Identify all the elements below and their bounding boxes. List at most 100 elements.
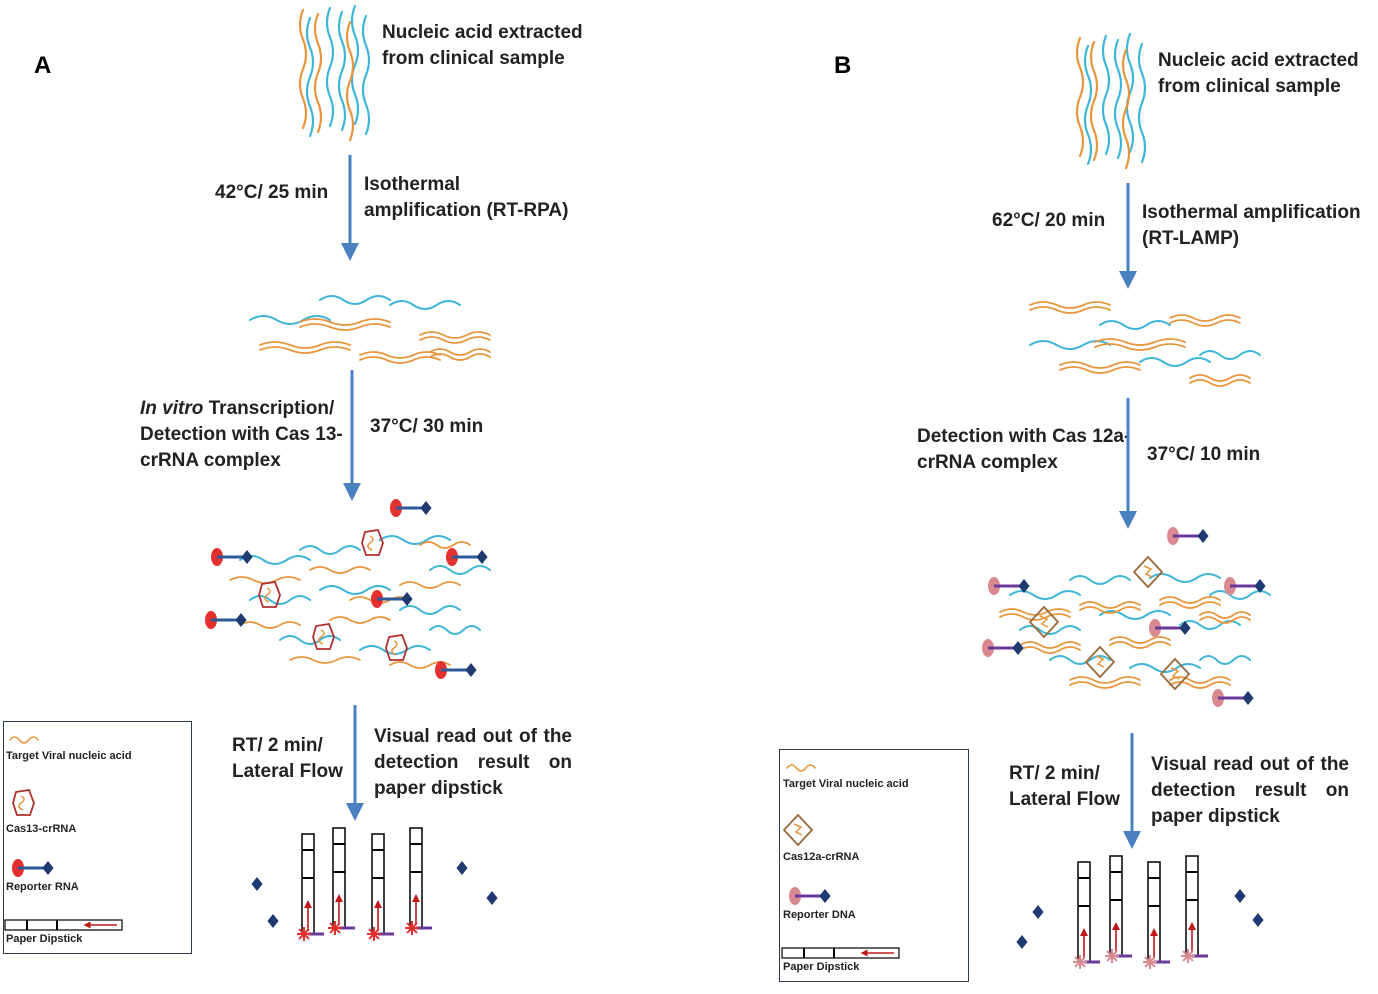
panel-a-legend-target-icon — [9, 736, 39, 744]
panel-a-det-blue-5 — [319, 585, 391, 595]
panel-b-step2-desc-line1: Detection with Cas 12a- — [917, 426, 1131, 447]
panel-b-sample-label-line2: from clinical sample — [1158, 76, 1341, 97]
panel-b-det-orange-6-a — [1169, 676, 1231, 684]
panel-a-free-tail-1 — [267, 914, 279, 928]
panel-b-det-blue-0 — [1009, 590, 1081, 600]
panel-b-det-blue-3 — [1209, 590, 1271, 600]
panel-b-cas12-3-rna — [1170, 667, 1180, 680]
panel-b-sample-label: Nucleic acid extracted from clinical sam… — [1158, 48, 1359, 100]
panel-b-sample-strand-3 — [1113, 38, 1123, 160]
panel-a-step3-condition: RT/ 2 min/ Lateral Flow — [232, 733, 343, 785]
panel-a-cas13-2-shell — [312, 623, 335, 650]
panel-b-reporter-5-tail — [1242, 691, 1254, 705]
panel-a-det-blue-6 — [399, 605, 461, 615]
panel-a-step2-line1-rest: Transcription/ — [203, 398, 335, 419]
panel-b-amp-strand-5 — [1199, 350, 1261, 360]
panel-b-det-orange-0-b — [999, 613, 1071, 621]
panel-b-cas12-0-rna — [1143, 565, 1153, 578]
panel-b-det-orange-7-a — [1199, 611, 1251, 619]
panel-a-reporter-2-tail — [476, 550, 488, 564]
panel-a-step2-desc-line2: Detection with Cas 13- — [140, 424, 343, 445]
panel-b-reporter-0-tail — [1197, 529, 1209, 543]
panel-b-reporter-4-tail — [1179, 621, 1191, 635]
panel-a-det-orange-1 — [309, 566, 371, 574]
panel-b-det-orange-4-a — [1109, 636, 1171, 644]
panel-b-dipstick-3-burst-7 — [1187, 950, 1194, 957]
panel-a-sample-strand-2 — [325, 6, 335, 128]
panel-a-det-orange-4 — [329, 616, 391, 624]
panel-b-det-orange-0-a — [999, 608, 1071, 616]
panel-b-legend — [779, 749, 969, 982]
panel-b-amp-strand-7 — [1139, 357, 1211, 367]
panel-b-det-orange-5-a — [1069, 676, 1141, 684]
panel-a-step1-desc-line2: amplification (RT-RPA) — [364, 200, 569, 221]
panel-b-step1-desc: Isothermal amplification (RT-LAMP) — [1142, 200, 1361, 252]
panel-b-legend-target: Target Viral nucleic acid — [783, 778, 909, 790]
panel-a-amp-strand-5-a — [259, 341, 351, 349]
panel-a-det-blue-7 — [279, 635, 341, 645]
panel-a-amp-strand-4-b — [419, 336, 491, 344]
panel-a-step1-condition: 42°C/ 25 min — [215, 182, 329, 203]
panel-a-step3-condition-line2: Lateral Flow — [232, 761, 343, 782]
panel-b-amp-strand-2-b — [1169, 319, 1241, 327]
panel-a-amp-strand-1 — [319, 295, 391, 305]
panel-a-free-tail-0 — [251, 877, 263, 891]
panel-a-sample-strand-6 — [305, 16, 315, 138]
panel-b-letter: B — [834, 52, 852, 79]
panel-a-dipstick-1-burst-7 — [334, 922, 341, 929]
panel-a-reporter-3-tail — [235, 613, 247, 627]
panel-a-step1-desc: Isothermal amplification (RT-RPA) — [364, 172, 568, 224]
panel-a-amp-strand-7-b — [429, 353, 491, 361]
panel-a-step3-desc: Visual read out of the detection result … — [374, 726, 572, 799]
panel-a-amp-strand-6-b — [359, 356, 441, 364]
panel-a-det-blue-1 — [299, 545, 361, 555]
panel-a-det-orange-2 — [399, 581, 461, 589]
panel-b-reporter-3-tail — [1012, 641, 1024, 655]
panel-a-amp-strand-7-a — [429, 348, 491, 356]
panel-b-step3-condition-line1: RT/ 2 min/ — [1009, 763, 1100, 784]
panel-b-cas12-2-rna — [1095, 655, 1105, 668]
panel-b-cas12-2-shell — [1084, 645, 1116, 679]
panel-b-step2-desc-line2: crRNA complex — [917, 452, 1058, 473]
panel-a-cas13-0-rna — [367, 535, 374, 551]
panel-a-sample-label-line1: Nucleic acid extracted — [382, 22, 583, 43]
panel-a-free-tail-3 — [486, 891, 498, 905]
panel-a-amp-strand-5-b — [259, 346, 351, 354]
panel-a-legend-reporter-icon-tail — [42, 861, 54, 875]
panel-a-det-blue-3 — [429, 565, 491, 575]
panel-b-det-orange-1-b — [1079, 606, 1141, 614]
panel-a-sample-label-line2: from clinical sample — [382, 48, 565, 69]
panel-a-det-orange-3 — [239, 621, 301, 629]
panel-b-cas12-3-shell — [1159, 657, 1191, 691]
panel-b-step2-desc: Detection with Cas 12a- crRNA complex — [917, 424, 1130, 476]
panel-a-letter: A — [34, 52, 52, 79]
panel-a-cas13-2-rna — [318, 629, 325, 645]
panel-a-reporter-5-tail — [465, 663, 477, 677]
panel-b-legend-cas-icon-shell — [782, 813, 814, 847]
panel-a-dipstick-0-burst-7 — [303, 928, 310, 935]
panel-b-reporter-2-tail — [1254, 579, 1266, 593]
panel-b-det-orange-6-b — [1169, 681, 1231, 689]
panel-a-art — [4, 4, 498, 941]
panel-b-free-tail-0 — [1032, 905, 1044, 919]
panel-b-amp-strand-8-a — [1189, 374, 1251, 382]
panel-b-amp-strand-2-a — [1169, 314, 1241, 322]
panel-b-step3-condition: RT/ 2 min/ Lateral Flow — [1009, 761, 1120, 813]
panel-a-reporter-1-tail — [241, 550, 253, 564]
panel-a-amp-strand-2-b — [299, 323, 391, 331]
panel-b-legend-reporter-icon-tail — [819, 889, 831, 903]
panel-b-det-blue-9 — [1199, 655, 1251, 665]
panel-b-legend-cas: Cas12a-crRNA — [783, 851, 860, 863]
panel-b-cas12-1-rna — [1039, 615, 1049, 628]
panel-a-step2-desc-line1: In vitro Transcription/ — [140, 396, 343, 422]
panel-a-cas13-0-shell — [361, 529, 384, 556]
panel-b-sample-strand-2 — [1101, 34, 1111, 156]
panel-a-legend-reporter: Reporter RNA — [6, 881, 79, 893]
panel-b-det-orange-3-b — [1019, 646, 1081, 654]
panel-b-det-blue-1 — [1069, 575, 1131, 585]
panel-b-det-orange-7-b — [1199, 616, 1251, 624]
panel-b-legend-reporter: Reporter DNA — [783, 909, 856, 921]
panel-a-legend-dipstick: Paper Dipstick — [6, 933, 83, 945]
panel-b-amp-strand-1 — [1099, 320, 1171, 330]
panel-b-dipstick-2-burst-7 — [1149, 956, 1156, 963]
